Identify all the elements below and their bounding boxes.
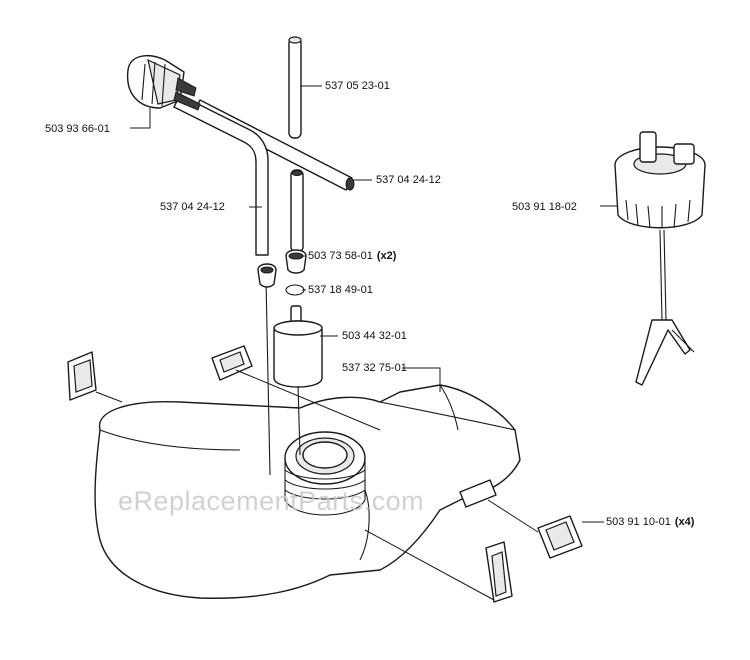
mount-rubber-part-number: 503 91 10-01: [606, 516, 671, 528]
grommets-drawing: [257, 249, 307, 288]
o-ring-drawing: [285, 284, 305, 296]
label-fuel-filter: 503 44 32-01: [342, 330, 407, 342]
fuel-filter-drawing: [273, 305, 323, 388]
fuel-tank-drawing: [94, 384, 521, 599]
label-fuel-hose-left: 537 04 24-12: [160, 201, 225, 213]
label-grommet: 503 73 58-01(x2): [308, 250, 396, 263]
label-o-ring: 537 18 49-01: [308, 284, 373, 296]
fuel-cap-drawing: [126, 54, 201, 111]
mount-rubbers-drawing: [67, 345, 583, 603]
grommet-quantity: (x2): [376, 250, 397, 262]
label-fuel-hose-right: 537 04 24-12: [376, 174, 441, 186]
leader-lines: [95, 85, 618, 601]
label-tank-cap: 503 91 18-02: [512, 201, 577, 213]
fuel-hoses: [173, 36, 355, 476]
label-fuel-cap: 503 93 66-01: [45, 123, 110, 135]
watermark: eReplacementParts.com: [118, 486, 425, 516]
tank-cap-drawing: [614, 131, 706, 386]
label-vent-hose: 537 05 23-01: [325, 80, 390, 92]
grommet-part-number: 503 73 58-01: [308, 250, 373, 262]
label-fuel-tank: 537 32 75-01: [342, 362, 407, 374]
mount-rubber-quantity: (x4): [674, 516, 695, 528]
label-mount-rubber: 503 91 10-01(x4): [606, 516, 694, 529]
